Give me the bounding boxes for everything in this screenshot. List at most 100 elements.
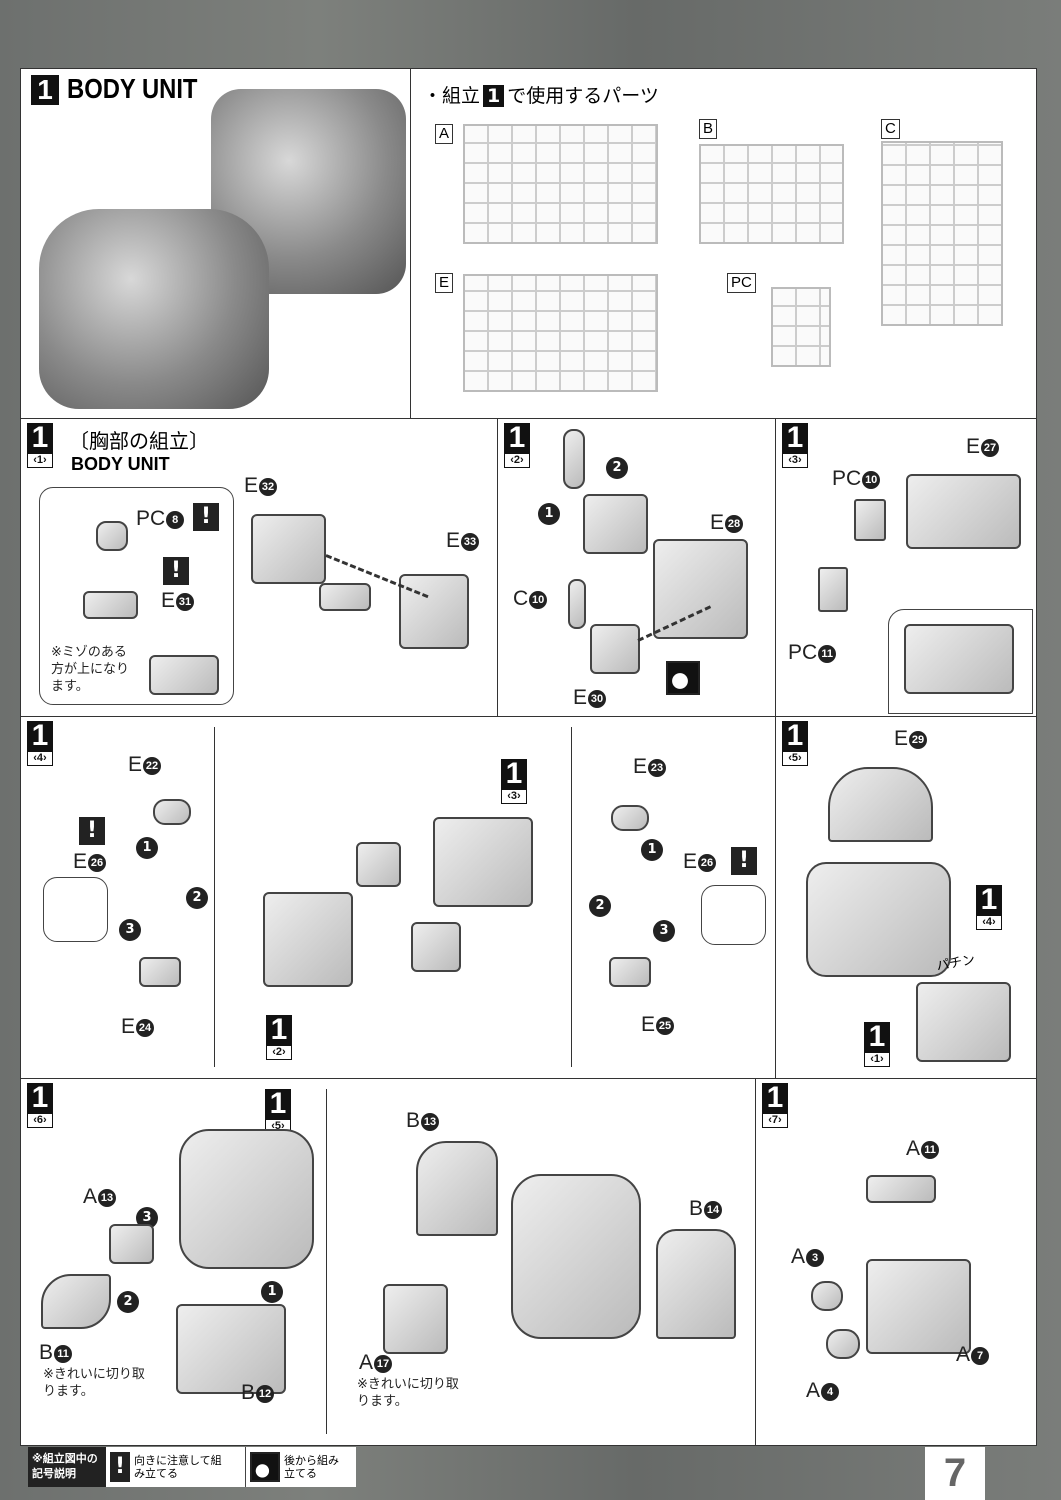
step-reference: 1‹4› <box>976 885 1002 930</box>
part-illustration <box>399 574 469 649</box>
runner-b <box>699 144 844 244</box>
title-step: 1 <box>483 85 505 107</box>
order-marker-3: 3 <box>653 920 675 942</box>
step-reference: 1‹3› <box>501 759 527 804</box>
step-reference: 1‹1› <box>864 1022 890 1067</box>
order-marker-1: 1 <box>261 1281 283 1303</box>
order-marker-1: 1 <box>641 839 663 861</box>
note-text: ※きれいに切り取ります。 <box>357 1377 459 1409</box>
caution-icon: ! <box>110 1452 130 1482</box>
part-illustration <box>153 799 191 825</box>
runner-e <box>463 274 658 392</box>
part-illustration <box>590 624 640 674</box>
caution-icon: ! <box>193 503 219 531</box>
step-reference: 1‹5› <box>265 1089 291 1134</box>
part-illustration <box>854 499 886 541</box>
step-reference: 1‹2› <box>266 1015 292 1060</box>
detail-inset <box>43 877 108 942</box>
order-marker-2: 2 <box>117 1291 139 1313</box>
title-suffix: で使用するパーツ <box>507 85 659 107</box>
part-illustration <box>828 767 933 842</box>
step-title-en: BODY UNIT <box>71 454 170 474</box>
part-illustration <box>356 842 401 887</box>
part-illustration <box>149 655 219 695</box>
part-illustration <box>653 539 748 639</box>
runner-c <box>881 141 1003 326</box>
caution-icon: ! <box>79 817 105 845</box>
order-marker-3: 3 <box>119 919 141 941</box>
caution-icon: ! <box>731 847 757 875</box>
order-marker-1: 1 <box>538 503 560 525</box>
part-illustration <box>96 521 128 551</box>
legend-warn-text: 向きに注意して組み立てる <box>134 1454 222 1480</box>
part-illustration <box>866 1175 936 1203</box>
part-illustration <box>818 567 848 612</box>
part-illustration <box>811 1281 843 1311</box>
note-text: ※きれいに切り取ります。 <box>43 1367 145 1399</box>
legend-later-text: 後から組み立てる <box>284 1454 339 1480</box>
step-badge: 1‹7› <box>762 1083 788 1128</box>
order-marker-3: 3 <box>136 1207 158 1229</box>
assemble-later-icon <box>250 1452 280 1482</box>
pilot-figure <box>568 579 586 629</box>
note-text: ※ミゾのある方が上になります。 <box>51 645 130 694</box>
part-illustration <box>41 1274 111 1329</box>
part-illustration <box>109 1224 154 1264</box>
order-marker-2: 2 <box>606 457 628 479</box>
pilot-figure <box>563 429 585 489</box>
runner-a <box>463 124 658 244</box>
part-illustration <box>511 1174 641 1339</box>
caution-icon: ! <box>163 557 189 585</box>
step-badge: 1‹2› <box>504 423 530 468</box>
step-number: 1 <box>31 75 59 105</box>
part-illustration <box>176 1304 286 1394</box>
part-illustration <box>411 922 461 972</box>
title-prefix: ・組立 <box>423 85 481 107</box>
part-illustration <box>139 957 181 987</box>
part-illustration <box>263 892 353 987</box>
step-badge: 1‹3› <box>782 423 808 468</box>
step-badge: 1‹6› <box>27 1083 53 1128</box>
part-illustration <box>806 862 951 977</box>
part-illustration <box>433 817 533 907</box>
order-marker-1: 1 <box>136 837 158 859</box>
body-unit-photo-front <box>39 209 269 409</box>
part-illustration <box>826 1329 860 1359</box>
runner-label-e: E <box>435 273 454 293</box>
step-badge: 1‹1› <box>27 423 53 468</box>
runner-label-c: C <box>881 119 900 139</box>
step-badge: 1‹5› <box>782 721 808 766</box>
part-illustration <box>583 494 648 554</box>
part-illustration <box>611 805 649 831</box>
step-title-jp: 〔胸部の組立〕 <box>69 429 209 453</box>
symbol-legend: ※組立図中の記号説明 ! 向きに注意して組み立てる 後から組み立てる <box>28 1447 356 1487</box>
part-illustration <box>916 982 1011 1062</box>
